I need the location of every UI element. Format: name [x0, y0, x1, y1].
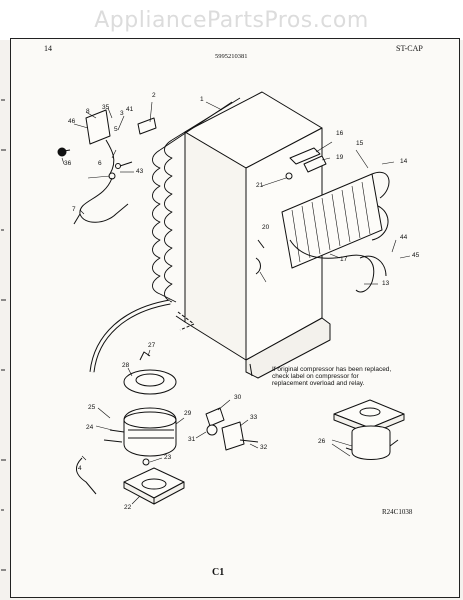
callout-label: 26: [318, 438, 326, 445]
callout-label: 19: [336, 154, 344, 161]
callout-label: 13: [382, 280, 390, 287]
replacement-compressor-part: [333, 399, 405, 460]
page-code: C1: [212, 567, 225, 578]
callout-leader-lines: [61, 101, 411, 505]
callout-label: 25: [88, 404, 96, 411]
callout-label: 44: [400, 234, 408, 241]
callout-label: 29: [184, 410, 192, 417]
callout-label: 15: [356, 140, 364, 147]
callout-label: 24: [86, 424, 94, 431]
callout-label: 3: [120, 110, 124, 117]
callout-label: 4: [78, 465, 82, 472]
evaporator-bracket-part: [285, 147, 327, 180]
header-model-number: 5995210381: [215, 53, 248, 60]
callout-label: 20: [262, 224, 270, 231]
small-fitting-part: [255, 239, 265, 275]
watermark-banner: AppliancePartsPros.com: [0, 0, 463, 40]
reference-code: R24C1038: [382, 508, 413, 516]
callout-label: 6: [98, 160, 102, 167]
header-right-code: ST-CAP: [396, 44, 423, 53]
drain-hose-part: [89, 299, 195, 373]
callout-label: 2: [152, 92, 156, 99]
callout-label: 33: [250, 414, 258, 421]
callout-label: 23: [164, 454, 172, 461]
callout-label: 8: [86, 108, 90, 115]
relay-overload-part: [205, 407, 259, 451]
callout-label: 17: [340, 256, 348, 263]
callout-label: 32: [260, 444, 268, 451]
callout-label: 30: [234, 394, 242, 401]
callout-label: 41: [126, 106, 134, 113]
callout-label: 22: [124, 504, 132, 511]
callout-label: 7: [72, 206, 76, 213]
callout-label: 28: [122, 362, 130, 369]
callout-label: 14: [400, 158, 408, 165]
scan-edge-strip: [1, 99, 6, 571]
callout-label: 16: [336, 130, 344, 137]
compressor-part: [76, 407, 177, 495]
callout-label: 43: [136, 168, 144, 175]
callout-label: 27: [148, 342, 156, 349]
compressor-note: If original compressor has been replaced…: [272, 366, 392, 387]
site-watermark: AppliancePartsPros.com: [94, 8, 369, 33]
compressor-base-part: [123, 467, 185, 505]
condenser-coil-part: [152, 97, 241, 303]
callout-label: 35: [102, 104, 110, 111]
callout-label: 21: [256, 182, 264, 189]
callout-label: 36: [64, 160, 72, 167]
callout-label: 46: [68, 118, 76, 125]
header-left-code: 14: [44, 44, 52, 53]
drain-pan-part: [123, 351, 177, 395]
callout-label: 1: [200, 96, 204, 103]
callout-label: 5: [114, 126, 118, 133]
callout-label: 45: [412, 252, 420, 259]
cabinet-part: [175, 91, 331, 379]
callout-label: 31: [188, 436, 196, 443]
evaporator-part: [281, 171, 390, 293]
